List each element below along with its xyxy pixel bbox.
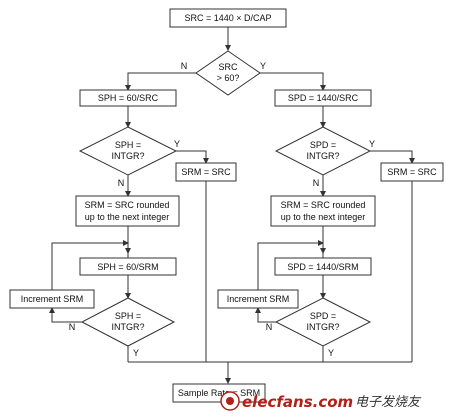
branch-label-no: N (181, 61, 188, 71)
watermark-site: elecfans.com (242, 393, 353, 411)
left-round-line1: SRM = SRC rounded (85, 200, 170, 210)
decision-sph-intgr-2: SPH = INTGR? (80, 297, 176, 347)
end-box: Sample Rate = SRM (172, 383, 266, 403)
decision-spd-intgr: SPD = INTGR? (274, 126, 372, 176)
decision-src-line1: SRC (218, 62, 238, 72)
right-decision-yes-label: Y (369, 139, 375, 149)
watermark-logo-icon (220, 391, 240, 411)
sph-calc-box: SPH = 60/SRC (79, 89, 177, 107)
decision-sph-intgr: SPH = INTGR? (78, 126, 178, 176)
right-round-line2: up to the next integer (281, 212, 366, 222)
right-increment-label: Increment SRM (227, 294, 290, 304)
spd-srm-box: SPD = 1440/SRM (274, 257, 372, 276)
decision-src-line2: > 60? (217, 73, 240, 83)
left-round-box: SRM = SRC rounded up to the next integer (75, 195, 180, 227)
left-round-line2: up to the next integer (85, 212, 170, 222)
decision-spd2-line1: SPD = (310, 311, 336, 321)
left-increment-label: Increment SRM (21, 294, 84, 304)
left-decision-yes-label: Y (174, 139, 180, 149)
decision-spd-intgr-2: SPD = INTGR? (274, 297, 372, 347)
watermark: elecfans.com 电子发烧友 (220, 391, 422, 411)
decision-spd-line1: SPD = (310, 140, 336, 150)
start-box-label: SRC = 1440 × D/CAP (184, 13, 271, 23)
decision-src-gt-60: SRC > 60? (195, 50, 261, 96)
right-decision2-yes-label: Y (328, 348, 334, 358)
decision-spd2-line2: INTGR? (306, 322, 339, 332)
spd-calc-label: SPD = 1440/SRC (288, 93, 359, 103)
left-srm-src-box: SRM = SRC (175, 162, 237, 182)
decision-sph2-line2: INTGR? (111, 322, 144, 332)
left-increment-box: Increment SRM (9, 289, 95, 309)
right-decision-no-label: N (313, 178, 320, 188)
spd-calc-box: SPD = 1440/SRC (274, 89, 372, 107)
left-decision2-no-label: N (69, 322, 76, 332)
decision-spd-line2: INTGR? (306, 151, 339, 161)
start-box: SRC = 1440 × D/CAP (169, 8, 287, 28)
right-round-line1: SRM = SRC rounded (281, 200, 366, 210)
sph-srm-label: SPH = 60/SRM (97, 262, 158, 272)
end-box-label: Sample Rate = SRM (178, 388, 260, 398)
right-increment-box: Increment SRM (217, 289, 299, 309)
decision-sph-line1: SPH = (115, 140, 141, 150)
right-round-box: SRM = SRC rounded up to the next integer (270, 195, 376, 227)
right-srm-src-label: SRM = SRC (387, 167, 437, 177)
sph-srm-box: SPH = 60/SRM (79, 257, 177, 276)
right-srm-src-box: SRM = SRC (380, 162, 444, 182)
decision-sph2-line1: SPH = (115, 311, 141, 321)
left-decision2-yes-label: Y (133, 348, 139, 358)
right-decision2-no-label: N (266, 322, 273, 332)
branch-label-yes: Y (260, 61, 266, 71)
decision-sph-line2: INTGR? (111, 151, 144, 161)
watermark-cn: 电子发烧友 (355, 395, 422, 410)
left-decision-no-label: N (118, 178, 125, 188)
left-srm-src-label: SRM = SRC (181, 167, 231, 177)
connectors (49, 27, 415, 384)
sph-calc-label: SPH = 60/SRC (98, 93, 159, 103)
spd-srm-label: SPD = 1440/SRM (287, 262, 358, 272)
